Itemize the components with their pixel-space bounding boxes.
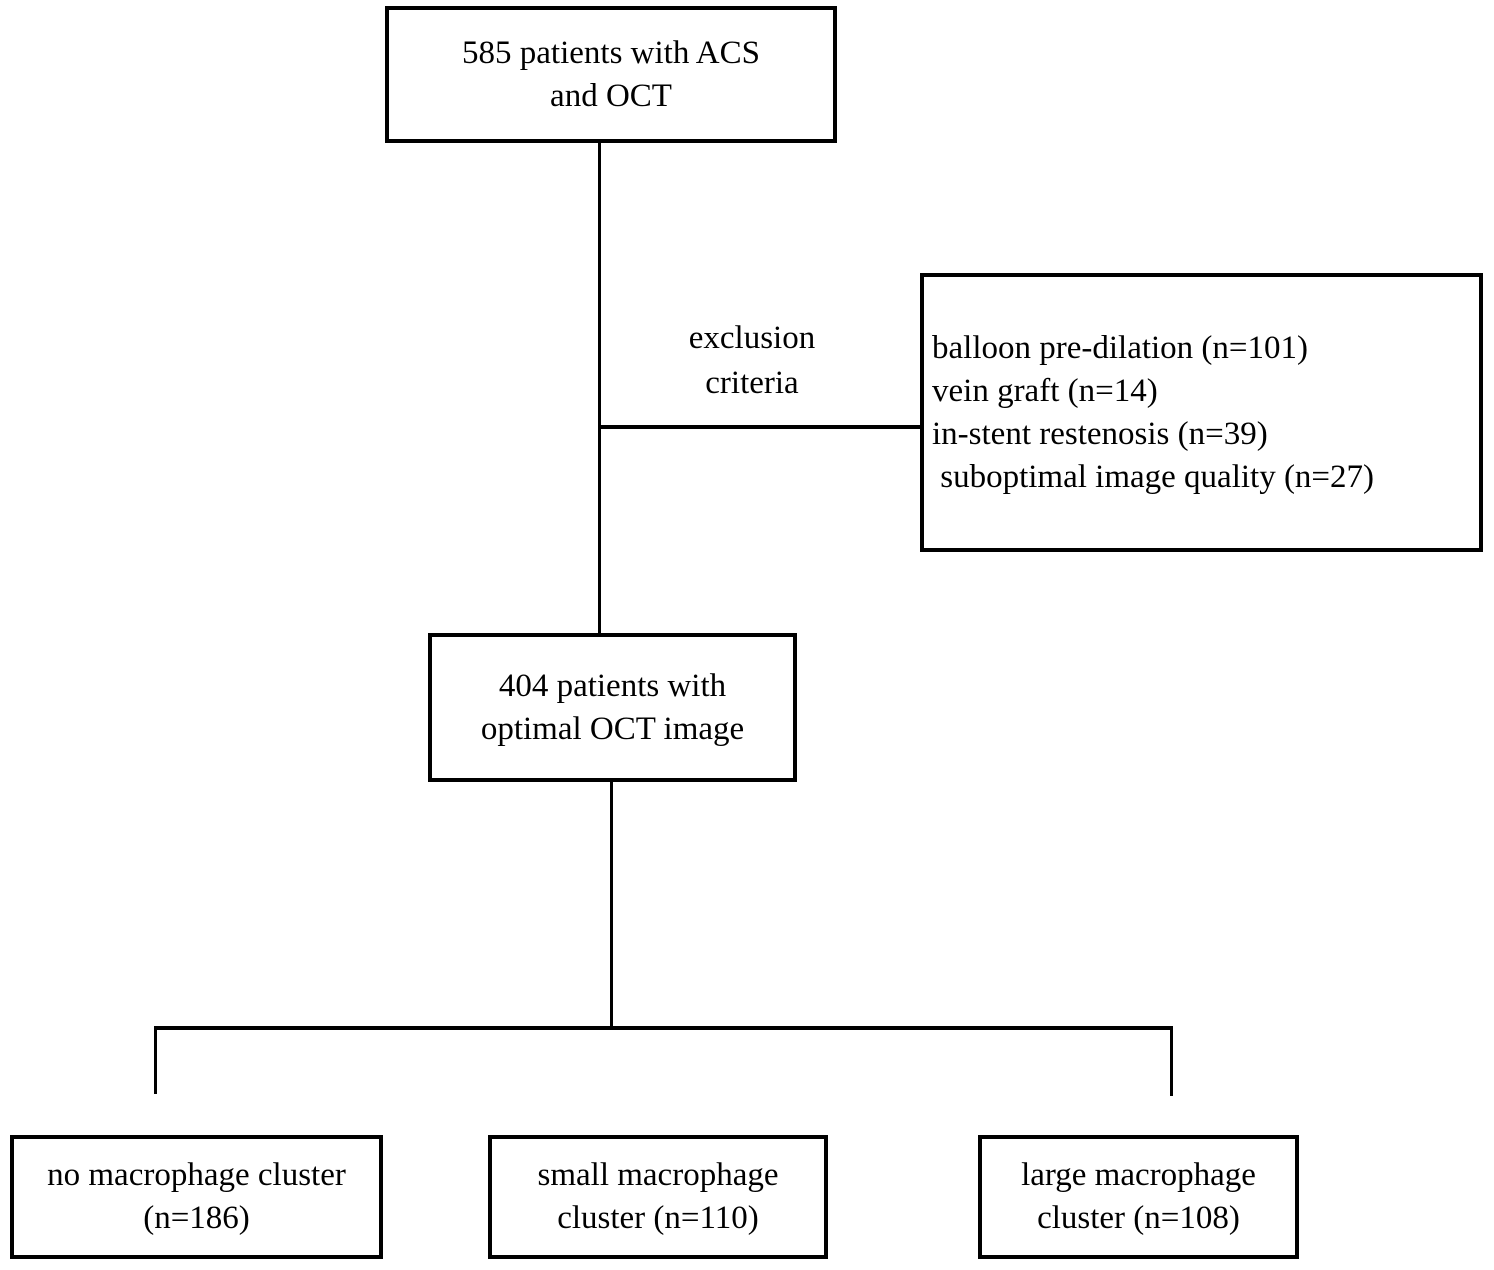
connector-middle-to-split <box>610 782 613 1028</box>
node-small-macrophage-cluster: small macrophage cluster (n=110) <box>488 1135 828 1259</box>
node-no-macrophage-cluster: no macrophage cluster (n=186) <box>10 1135 383 1259</box>
split-left-drop-line <box>154 1026 157 1094</box>
connector-branch-to-exclusion <box>598 425 920 429</box>
exclusion-criteria-label: exclusion criteria <box>688 320 816 401</box>
connector-top-to-middle <box>598 143 601 633</box>
node-exclusion-criteria-list: balloon pre-dilation (n=101) vein graft … <box>920 273 1483 552</box>
node-patients-with-optimal-oct-image: 404 patients with optimal OCT image <box>428 633 797 782</box>
split-horizontal-line <box>154 1026 1173 1030</box>
node-large-macrophage-cluster: large macrophage cluster (n=108) <box>978 1135 1299 1259</box>
node-patients-with-acs-and-oct: 585 patients with ACS and OCT <box>385 6 837 143</box>
split-right-drop-line <box>1170 1026 1173 1096</box>
